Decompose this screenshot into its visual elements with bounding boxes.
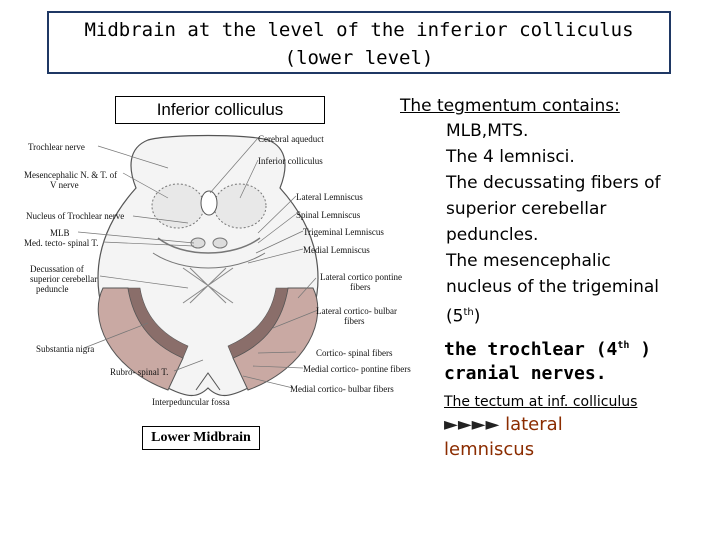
label-mes-n-2: V nerve (50, 180, 79, 190)
leader-lines (77, 137, 319, 389)
tectum-heading: The tectum at inf. colliculus (444, 393, 638, 410)
label-lateral-cortico-bulbar-1: Lateral cortico- bulbar (316, 306, 397, 316)
item-decussating-1: The decussating fibers of (446, 173, 661, 193)
label-rubro-spinal: Rubro- spinal T. (110, 367, 169, 377)
item-mlb: MLB,MTS. (446, 121, 529, 141)
label-trigeminal-lemniscus: Trigeminal Lemniscus (303, 227, 384, 237)
item-mesencephalic-3: (5th) (446, 306, 481, 327)
label-decussation-2: superior cerebellar (30, 274, 98, 284)
label-lateral-cortico-pontine-2: fibers (350, 282, 371, 292)
lemniscus-fibers (157, 237, 261, 254)
item-mesencephalic-2: nucleus of the trigeminal (446, 277, 660, 297)
cerebral-aqueduct (200, 190, 218, 216)
lower-midbrain-label: Lower Midbrain (151, 430, 251, 445)
label-interpeduncular: Interpeduncular fossa (152, 397, 230, 407)
label-medial-cortico-pontine: Medial cortico- pontine fibers (303, 364, 411, 374)
label-nucleus-trochlear: Nucleus of Trochlear nerve (26, 211, 125, 221)
label-trochlear-nerve: Trochlear nerve (28, 142, 85, 152)
label-lateral-cortico-pontine-1: Lateral cortico pontine (320, 272, 402, 282)
decussation-fibers (182, 267, 234, 304)
inferior-colliculus-box: Inferior colliculus (115, 96, 325, 124)
substantia-nigra-right (227, 287, 289, 359)
tegmentum-heading: The tegmentum contains: (400, 96, 620, 116)
interpeduncular-fossa (195, 372, 221, 391)
label-cerebral-aqueduct: Cerebral aqueduct (258, 134, 324, 144)
label-spinal-lemniscus: Spinal Lemniscus (296, 210, 361, 220)
midbrain-diagram (77, 134, 319, 397)
label-inferior-colliculus: Inferior colliculus (258, 156, 323, 166)
item-decussating-3: peduncles. (446, 225, 539, 245)
item-trochlear-1: the trochlear (4th ) (444, 338, 652, 360)
title-line-2: (lower level) (284, 47, 434, 69)
substantia-nigra-left (127, 287, 189, 359)
item-lemnisci: The 4 lemnisci. (446, 147, 575, 167)
label-decussation-3: peduncle (36, 284, 69, 294)
label-cortico-spinal: Cortico- spinal fibers (316, 348, 393, 358)
tectum-lemniscus: lemniscus (444, 438, 535, 460)
label-lateral-lemniscus: Lateral Lemniscus (296, 192, 363, 202)
lower-midbrain-box: Lower Midbrain (142, 426, 260, 450)
item-mesencephalic-1: The mesencephalic (446, 251, 611, 271)
tectum-arrows-line: ►►►► lateral (444, 413, 563, 435)
label-substantia-nigra: Substantia nigra (36, 344, 95, 354)
tegmentum-panel: The tegmentum contains: MLB,MTS. The 4 l… (386, 94, 706, 462)
item-decussating-2: superior cerebellar (446, 199, 607, 219)
label-decussation-1: Decussation of (30, 264, 84, 274)
label-medial-lemniscus: Medial Lemniscus (303, 245, 370, 255)
title-box: Midbrain at the level of the inferior co… (47, 11, 671, 74)
label-medial-cortico-bulbar: Medial cortico- bulbar fibers (290, 384, 394, 394)
inferior-colliculus-right (213, 183, 267, 229)
label-lateral-cortico-bulbar-2: fibers (344, 316, 365, 326)
label-med-tect: Med. tecto- spinal T. (24, 238, 99, 248)
arrow-icons: ►►►► (444, 413, 500, 435)
item-trochlear-2: cranial nerves. (444, 362, 607, 384)
label-mlb: MLB (50, 228, 70, 238)
label-mes-n-1: Mesencephalic N. & T. of (24, 170, 118, 180)
title-line-1: Midbrain at the level of the inferior co… (84, 19, 634, 41)
